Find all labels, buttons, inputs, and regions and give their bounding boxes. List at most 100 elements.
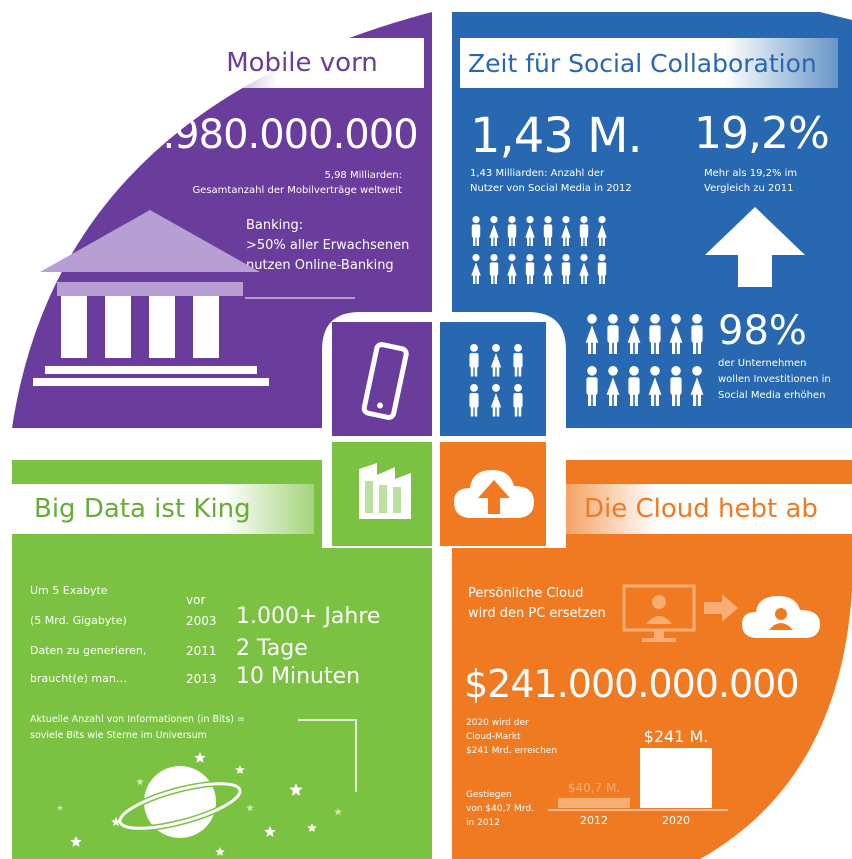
bar-2020 [640,748,712,808]
banking-line2: >50% aller Erwachsenen [246,238,410,253]
cloud-market-line3: $241 Mrd. erreichen [466,746,558,756]
star-icon [246,804,254,812]
person-icon [586,366,598,406]
pc-to-cloud-icon [622,584,820,642]
star-icon [70,836,82,847]
person-icon [513,384,523,417]
cloud-user-icon [742,596,820,638]
person-icon [489,216,499,246]
person-icon [471,254,481,284]
person-icon [561,254,571,284]
bank-icon [33,210,355,386]
bar-value-label: $241 M. [644,727,709,746]
bigdata-duration-2013: 10 Minuten [236,664,361,689]
social-companies-caption-line2: wollen Investitionen in [718,374,831,385]
bigdata-duration-2003: 1.000+ Jahre [236,604,381,629]
cloud-growth-line2: von $40,7 Mrd. [466,804,534,814]
social-users-caption-line2: Nutzer von Social Media in 2012 [470,183,632,194]
cloud-pc-line1: Persönliche Cloud [468,586,584,601]
bigdata-note-line2: soviele Bits wie Sterne im Universum [30,730,207,741]
bigdata-intro-line2: (5 Mrd. Gigabyte) [30,614,127,627]
planet-stars-illustration [57,719,357,856]
mobile-big-number: 5.980.000.000 [138,112,419,158]
star-icon [307,823,317,832]
social-companies-value: 98% [718,308,807,354]
cloud-upload-icon [454,470,534,518]
person-icon [628,366,640,406]
person-icon [607,314,619,354]
bar-2012 [558,797,630,808]
bigdata-year-2013: 2013 [186,672,217,686]
cloud-growth-line3: in 2012 [466,818,500,828]
person-icon [469,344,479,377]
person-icon [649,314,661,354]
factory-icon [359,463,411,519]
person-icon [670,366,682,406]
arrow-up-icon [705,207,805,287]
person-icon [579,254,589,284]
star-icon [136,778,144,786]
social-growth-caption-line1: Mehr als 19,2% im [704,168,798,179]
person-icon [543,216,553,246]
person-icon [490,384,502,417]
cloud-quadrant [452,460,852,859]
person-icon [469,384,479,417]
person-icon [525,254,535,284]
bigdata-note-line1: Aktuelle Anzahl von Informationen (in Bi… [30,714,245,725]
star-icon [57,805,63,811]
bigdata-intro-line3: Daten zu generieren, [30,644,147,657]
person-icon [471,216,481,246]
bigdata-duration-2011: 2 Tage [236,636,308,661]
person-icon [507,254,517,284]
people-grid-users [471,216,607,284]
banking-line3: nutzen Online-Banking [246,258,394,273]
person-icon [507,216,517,246]
star-icon [215,847,225,856]
person-icon [669,314,683,354]
mobile-banner: Mobile vorn [180,38,424,88]
social-users-value: 1,43 M. [470,108,643,164]
people-grid-companies [585,314,704,406]
social-quadrant [452,12,852,428]
smartphone-icon [361,342,409,420]
person-icon [489,254,499,284]
star-icon [194,752,206,763]
bigdata-quadrant [12,460,432,859]
center-tile-social [440,322,546,436]
social-growth-value: 19,2% [694,108,830,159]
social-title: Zeit für Social Collaboration [468,48,817,78]
person-icon [525,216,535,246]
mobile-title: Mobile vorn [226,48,378,78]
star-icon [289,783,303,796]
star-icon [264,826,276,837]
person-icon [690,366,704,406]
stars-icon [57,752,342,856]
cloud-market-chart: $40,7 M.2012$241 M.2020 [548,727,728,827]
mobile-caption-line1: 5,98 Milliarden: [324,170,402,181]
person-icon [648,366,662,406]
bigdata-intro-line1: Um 5 Exabyte [30,584,108,597]
banking-line1: Banking: [246,218,304,233]
person-icon [691,314,703,354]
bigdata-year-2011: 2011 [186,644,217,658]
cloud-title: Die Cloud hebt ab [584,494,818,524]
person-icon [627,314,641,354]
social-growth-caption-line2: Vergleich zu 2011 [704,183,794,194]
social-companies-caption-line3: Social Media erhöhen [718,390,826,401]
person-icon [490,344,502,377]
star-icon [334,808,342,816]
category-label: 2012 [580,814,608,827]
bigdata-title: Big Data ist King [34,494,251,524]
cloud-pc-line2: wird den PC ersetzen [468,606,606,621]
bigdata-vor-label: vor [186,593,206,607]
social-users-caption-line1: 1,43 Milliarden: Anzahl der [470,168,605,179]
person-icon [561,216,571,246]
person-icon [543,254,553,284]
person-icon [606,366,620,406]
person-icon [597,216,607,246]
bigdata-year-2003: 2003 [186,614,217,628]
person-icon [513,344,523,377]
bigdata-banner: Big Data ist King [12,484,314,534]
